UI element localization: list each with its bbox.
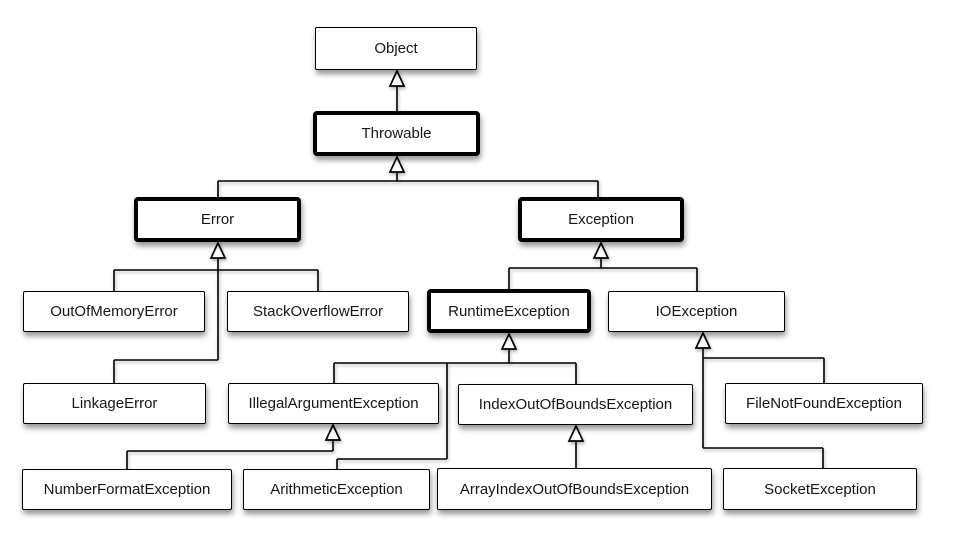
node-illegalargumentexception: IllegalArgumentException [228, 383, 439, 424]
edge-line [508, 258, 698, 291]
inheritance-arrow-icon [694, 330, 712, 349]
node-arrayindexoutofboundsexception: ArrayIndexOutOfBoundsException [437, 468, 712, 510]
node-stackoverflowerror: StackOverflowError [227, 291, 409, 332]
connector-ioexception-children [694, 330, 825, 468]
edge-line [113, 258, 319, 383]
node-object: Object [315, 27, 477, 70]
inheritance-arrow-icon [567, 423, 585, 442]
node-exception: Exception [518, 197, 684, 242]
edge-line [217, 172, 599, 197]
node-linkageerror: LinkageError [23, 383, 206, 424]
node-arithmeticexception: ArithmeticException [243, 469, 430, 510]
inheritance-arrow-icon [388, 154, 406, 173]
node-indexoutofboundsexception: IndexOutOfBoundsException [458, 384, 693, 425]
node-numberformatexception: NumberFormatException [22, 469, 232, 510]
node-filenotfoundexception: FileNotFoundException [725, 383, 923, 424]
node-throwable: Throwable [313, 111, 480, 156]
node-error: Error [134, 197, 301, 242]
edge-line [702, 348, 825, 468]
connector-throwable-children [217, 154, 599, 197]
edge-line [126, 440, 334, 469]
connector-indexoutofboundsexception-children [567, 423, 585, 468]
connector-object-throwable [388, 68, 406, 111]
connector-runtimeexception-children [333, 331, 577, 469]
node-outofmemoryerror: OutOfMemoryError [23, 291, 205, 332]
inheritance-arrow-icon [209, 240, 227, 259]
node-runtimeexception: RuntimeException [427, 289, 591, 333]
connector-illegalargumentexception-children [126, 422, 342, 469]
inheritance-arrow-icon [592, 240, 610, 259]
inheritance-arrow-icon [324, 422, 342, 441]
node-socketexception: SocketException [723, 468, 917, 510]
connector-error-children [113, 240, 319, 383]
node-ioexception: IOException [608, 291, 785, 332]
inheritance-arrow-icon [500, 331, 518, 350]
inheritance-arrow-icon [388, 68, 406, 87]
connector-exception-children [508, 240, 698, 291]
edge-line [333, 349, 577, 469]
